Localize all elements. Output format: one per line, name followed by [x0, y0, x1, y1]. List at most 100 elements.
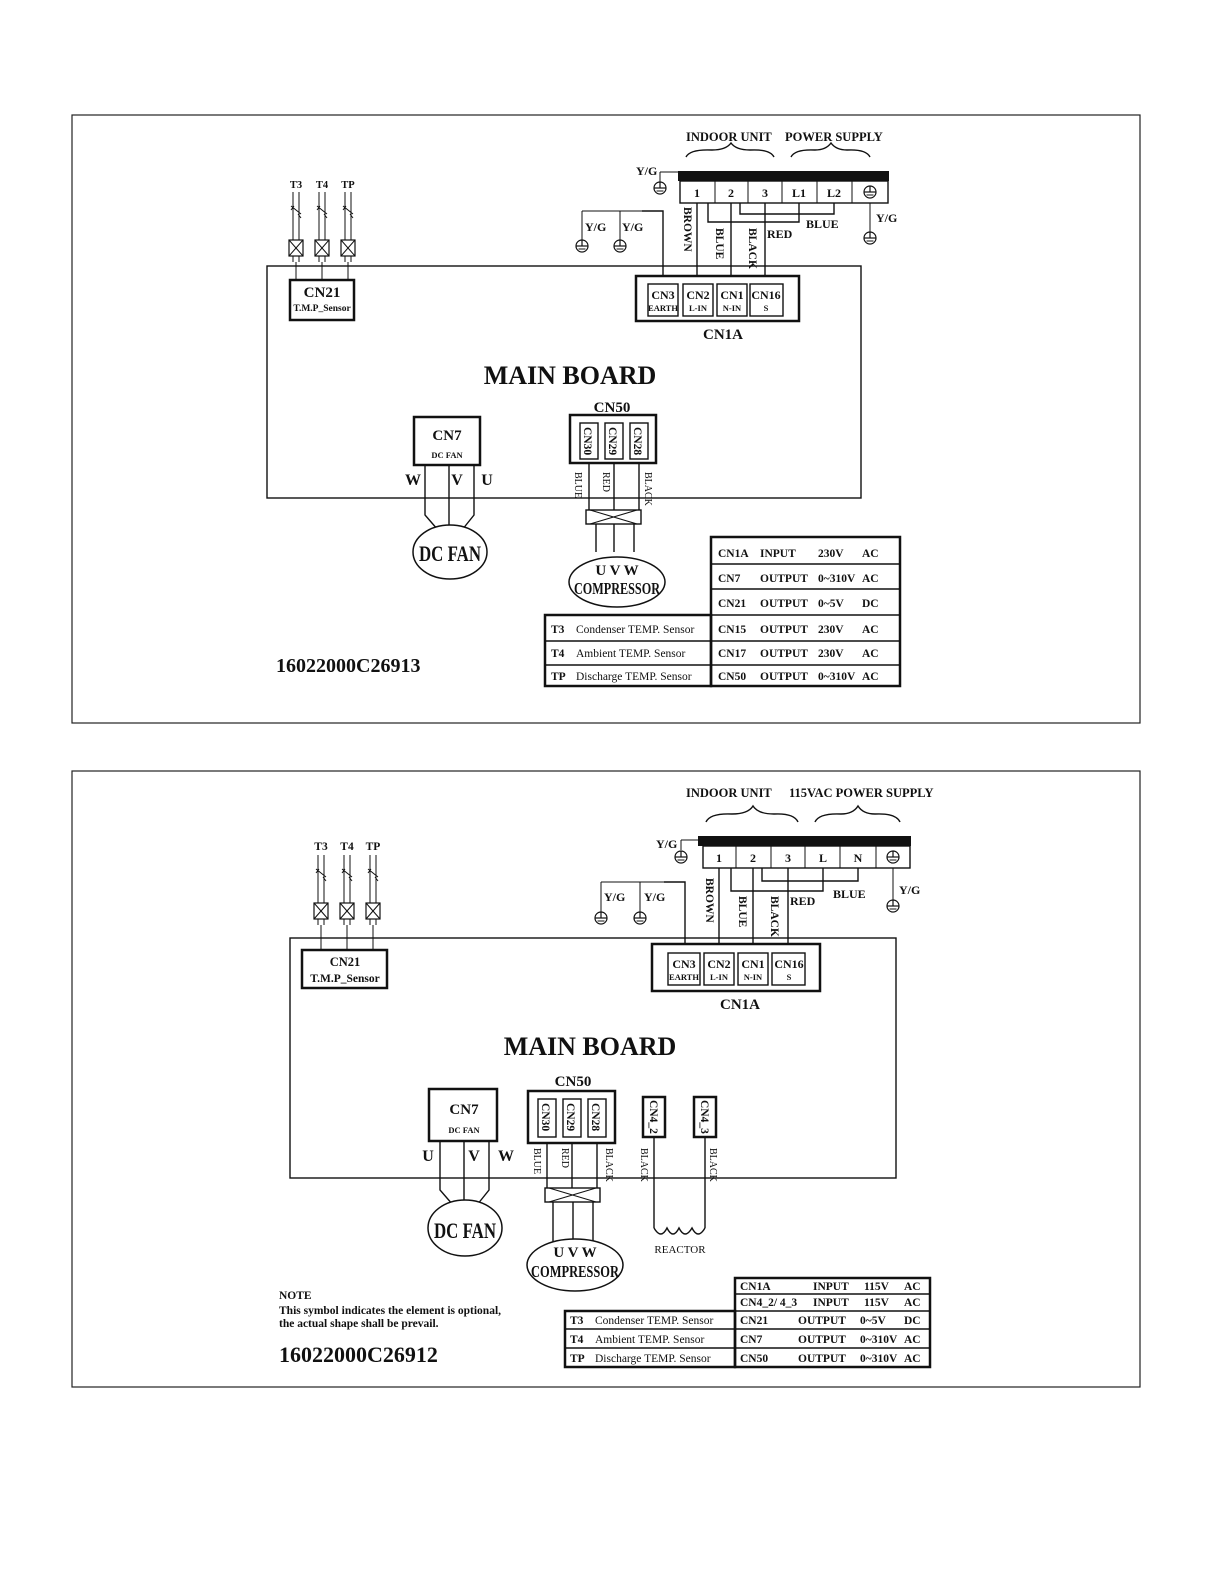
indoor-brace — [685, 141, 775, 158]
cn1a-label: CN1A — [720, 997, 760, 1013]
yg-label: Y/G — [604, 890, 625, 904]
connector-spec-table: CN1A INPUT 230V AC CN7 OUTPUT 0~310V AC … — [709, 535, 902, 688]
note-line-1: This symbol indicates the element is opt… — [279, 1305, 501, 1317]
cn16-label: CN16 — [774, 957, 803, 971]
wire-label-black: BLACK — [638, 1148, 649, 1183]
terminal-ground-icon — [886, 850, 900, 864]
ground-icon — [886, 899, 900, 913]
terminal-1: 1 — [694, 186, 700, 200]
dc-fan: DC FAN — [412, 524, 488, 580]
cn4-connectors: CN4_2 CN4_3 BLACK BLACK REACTOR — [638, 1095, 718, 1256]
cn2-sub: L-IN — [710, 972, 729, 982]
cn2-label: CN2 — [686, 288, 709, 302]
thermistor-icon — [365, 854, 381, 926]
table-cell: CN21 — [718, 598, 746, 610]
terminal-block: 1 2 3 L1 L2 — [679, 180, 889, 204]
table-cell: DC — [862, 598, 879, 610]
cn4-3-label: CN4_3 — [698, 1100, 710, 1134]
compressor-label: COMPRESSOR — [531, 1262, 620, 1281]
terminal-2: 2 — [728, 186, 734, 200]
cn29-label: CN29 — [606, 427, 618, 455]
cn3-label: CN3 — [672, 957, 695, 971]
cn2-sub: L-IN — [689, 303, 708, 313]
cn7-subtitle: DC FAN — [431, 450, 463, 460]
table-cell: TP — [551, 671, 566, 683]
wire-label-red: RED — [767, 227, 793, 241]
sensor-leads: T3 T4 TP — [313, 841, 381, 950]
table-cell: 0~5V — [818, 598, 844, 610]
yg-label: Y/G — [876, 211, 897, 225]
wire-label-blue-power: BLUE — [806, 217, 839, 231]
terminal-3: 3 — [785, 851, 791, 865]
table-cell: AC — [862, 648, 879, 660]
table-cell: INPUT — [813, 1281, 849, 1293]
wire-label-brown: BROWN — [703, 878, 715, 923]
table-cell: OUTPUT — [798, 1315, 846, 1327]
table-cell: T4 — [570, 1334, 584, 1346]
table-cell: AC — [862, 573, 879, 585]
dc-fan-label: DC FAN — [419, 541, 481, 566]
table-cell: CN50 — [718, 671, 746, 683]
wire-label-red: RED — [600, 472, 611, 492]
table-cell: OUTPUT — [760, 598, 808, 610]
table-cell: CN7 — [740, 1334, 763, 1346]
terminal-n: N — [854, 851, 863, 865]
power-supply-label: POWER SUPPLY — [785, 130, 883, 144]
terminal-block: 1 2 3 L N — [702, 845, 911, 869]
terminal-ground-icon — [863, 185, 877, 199]
sensor-leads: T3 T4 TP — [288, 180, 356, 280]
wire-label-brown: BROWN — [681, 207, 693, 252]
diagram-frame — [71, 770, 1141, 1388]
sensor-t3-label: T3 — [314, 841, 328, 853]
table-cell: 0~310V — [818, 573, 856, 585]
sensor-t3-label: T3 — [290, 180, 302, 191]
part-number: 16022000C26912 — [279, 1342, 438, 1367]
table-cell: 230V — [818, 548, 844, 560]
cn21-subtitle: T.M.P_Sensor — [293, 304, 351, 314]
table-cell: Discharge TEMP. Sensor — [595, 1353, 711, 1365]
terminal-2: 2 — [750, 851, 756, 865]
table-cell: CN21 — [740, 1315, 768, 1327]
ground-icon — [575, 239, 589, 253]
ground-icon — [674, 850, 688, 864]
cn21-title: CN21 — [304, 285, 341, 301]
connector-spec-table: CN1A INPUT 115V AC CN4_2/ 4_3 INPUT 115V… — [733, 1276, 932, 1369]
cn7-title: CN7 — [432, 428, 462, 444]
note-line-2: the actual shape shall be prevail. — [279, 1318, 439, 1330]
wire-label-blue: BLUE — [736, 896, 748, 928]
table-cell: Condenser TEMP. Sensor — [576, 624, 694, 636]
indoor-brace — [705, 804, 799, 823]
table-cell: INPUT — [813, 1297, 849, 1309]
thermistor-icon — [340, 191, 356, 263]
wire-label-blue: BLUE — [531, 1148, 542, 1174]
sensor-table: T3 Condenser TEMP. Sensor T4 Ambient TEM… — [543, 613, 713, 688]
indoor-unit-label: INDOOR UNIT — [686, 786, 772, 800]
cn16-sub: S — [764, 303, 769, 313]
cn30-label: CN30 — [581, 427, 593, 455]
part-number: 16022000C26913 — [276, 655, 420, 677]
compressor-phases: U V W — [595, 563, 638, 579]
cn29-label: CN29 — [564, 1103, 576, 1131]
table-cell: 0~310V — [860, 1353, 898, 1365]
wire-label-blue: BLUE — [713, 228, 725, 260]
fan-phase-w: W — [498, 1148, 514, 1165]
terminal-strip-bar — [678, 171, 889, 181]
thermistor-icon — [314, 191, 330, 263]
table-cell: AC — [862, 624, 879, 636]
cn28-label: CN28 — [589, 1103, 601, 1131]
diagram-2: INDOOR UNIT 115VAC POWER SUPPLY 1 2 3 L … — [71, 770, 1141, 1388]
main-board-outline — [289, 937, 897, 1179]
table-cell: OUTPUT — [798, 1334, 846, 1346]
reactor-label: REACTOR — [654, 1244, 706, 1256]
ground-icon — [633, 911, 647, 925]
cn1-sub: N-IN — [723, 303, 742, 313]
table-cell: 115V — [864, 1297, 890, 1309]
table-cell: OUTPUT — [798, 1353, 846, 1365]
sensor-t4-label: T4 — [316, 180, 329, 191]
terminal-l1: L1 — [792, 186, 806, 200]
table-cell: Ambient TEMP. Sensor — [595, 1334, 705, 1346]
cn3-label: CN3 — [651, 288, 674, 302]
table-cell: AC — [904, 1334, 921, 1346]
yg-label: Y/G — [899, 883, 920, 897]
cn1a-label: CN1A — [703, 327, 743, 343]
